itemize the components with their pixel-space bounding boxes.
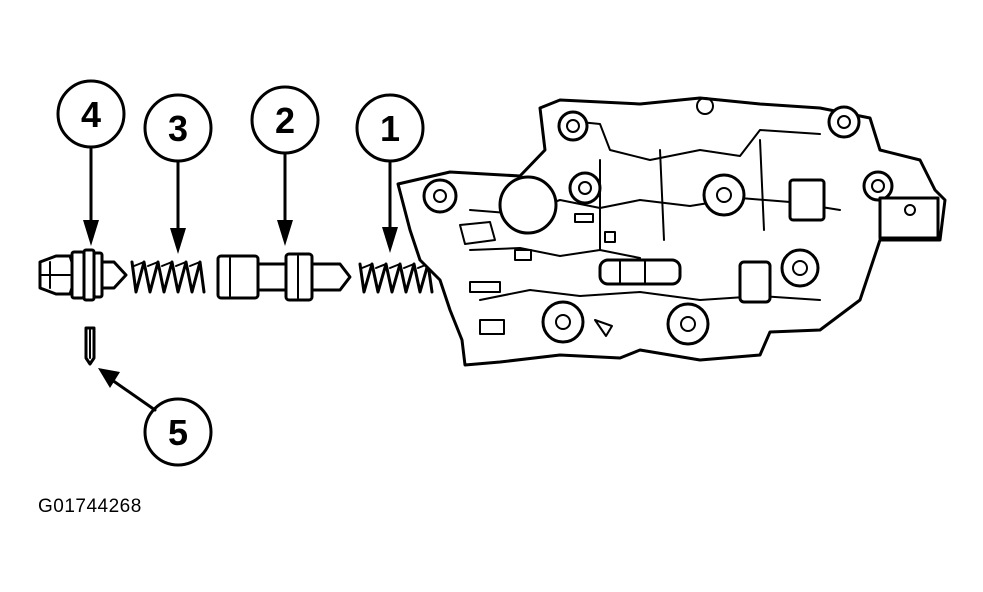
valve-part (216, 252, 352, 302)
spring-3 (130, 260, 206, 294)
figure-id: G01744268 (38, 496, 142, 517)
callout-1: 1 (355, 93, 425, 253)
retaining-pin (84, 326, 96, 366)
svg-text:1: 1 (380, 108, 400, 149)
svg-text:3: 3 (168, 108, 188, 149)
spring-1 (358, 262, 434, 294)
callout-3: 3 (143, 93, 213, 254)
svg-text:5: 5 (168, 412, 188, 453)
callout-5: 5 (98, 368, 213, 467)
callout-4: 4 (56, 79, 126, 246)
valve-body (396, 96, 947, 367)
svg-text:2: 2 (275, 100, 295, 141)
callout-2: 2 (250, 85, 320, 246)
svg-text:4: 4 (81, 94, 101, 135)
plug-part (38, 248, 128, 302)
